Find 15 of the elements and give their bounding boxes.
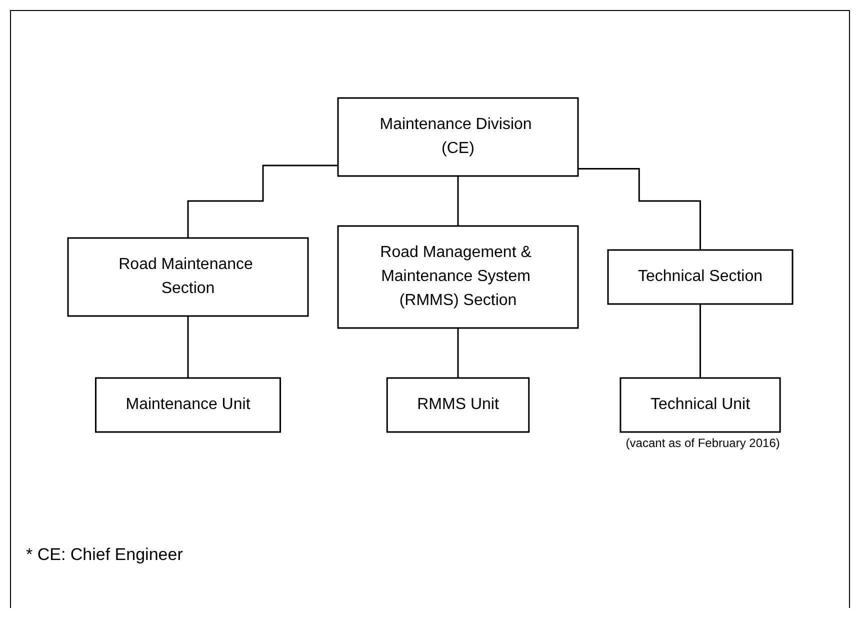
node-box: Road Management & Maintenance System (RMMS) Section [336,225,578,329]
node-box: Maintenance Unit [94,377,281,433]
connector [699,303,701,379]
node-box: Technical Section [606,249,793,305]
node-note: (vacant as of February 2016) [626,436,780,450]
node-box: Technical Unit [619,377,781,433]
connector [456,175,458,227]
footnote: * CE: Chief Engineer [26,545,183,565]
connector [456,327,458,379]
node-box: Road Maintenance Section [66,237,308,317]
connector [578,168,701,251]
node-box: Maintenance Division (CE) [336,97,578,177]
node-box: RMMS Unit [386,377,530,433]
connector [186,164,338,239]
connector [186,315,188,379]
